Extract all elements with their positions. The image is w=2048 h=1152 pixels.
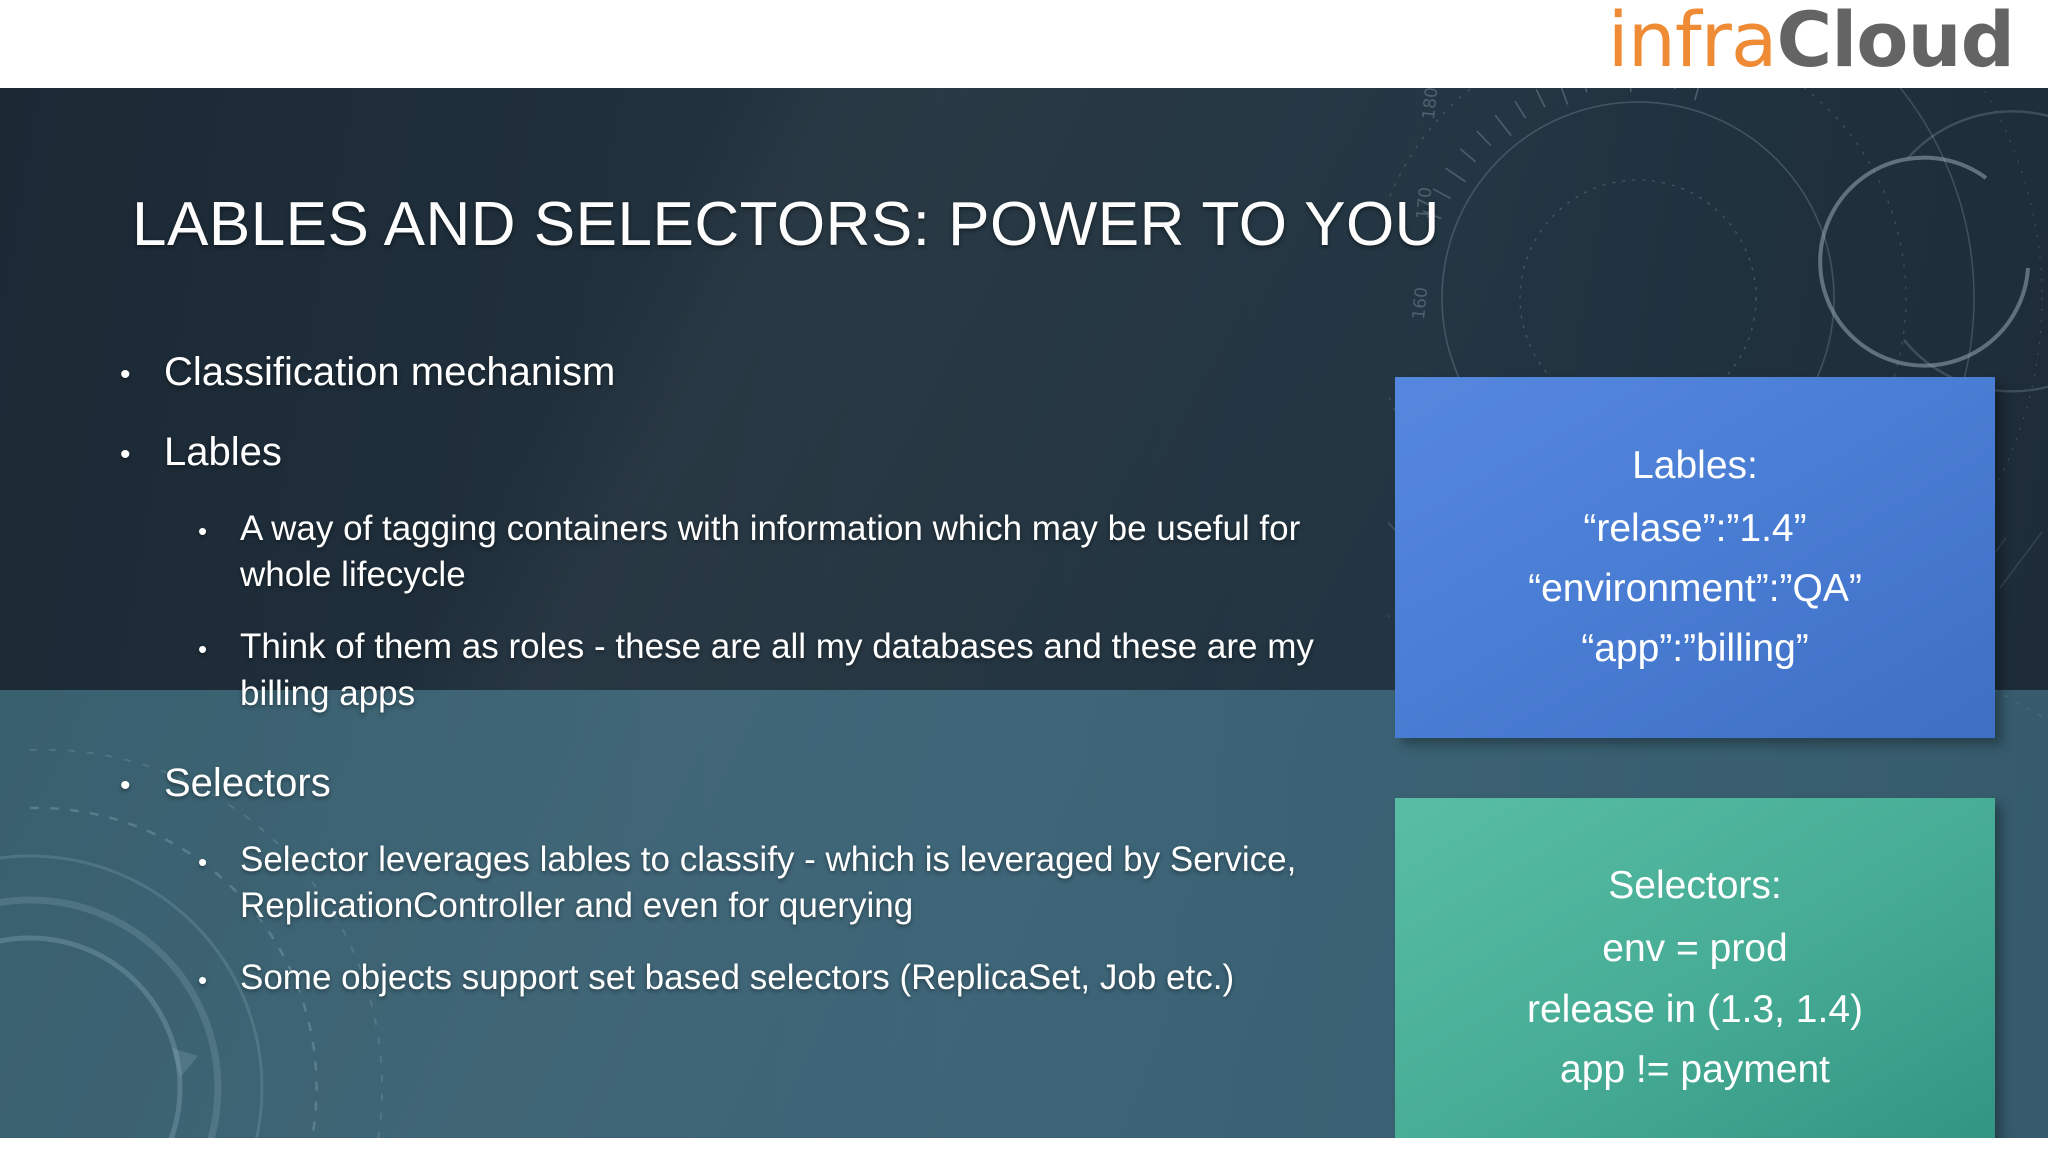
bullet-text: Think of them as roles - these are all m… <box>240 627 1314 713</box>
callout-lables-line-1: “relase”:”1.4” <box>1583 506 1807 550</box>
spacer <box>120 733 1380 757</box>
callout-selectors-heading: Selectors: <box>1608 864 1782 908</box>
header-band: infraCloud <box>0 0 2048 88</box>
logo-text-infra: infra <box>1607 0 1778 84</box>
slide-title: LABLES AND SELECTORS: POWER TO YOU <box>132 190 1440 259</box>
bullet-text: Selectors <box>164 760 331 805</box>
bullet-item: • Lables <box>120 426 1380 478</box>
bullet-marker-icon: • <box>198 634 208 665</box>
bullet-text: Some objects support set based selectors… <box>240 958 1235 998</box>
logo-text-cloud: Cloud <box>1776 0 2015 84</box>
callout-box-selectors: Selectors: env = prod release in (1.3, 1… <box>1395 798 1995 1138</box>
bullet-text: Selector leverages lables to classify - … <box>240 839 1297 925</box>
bullet-marker-icon: • <box>120 358 131 391</box>
bullet-marker-icon: • <box>120 768 131 802</box>
callout-lables-line-3: “app”:”billing” <box>1581 627 1809 671</box>
bullet-marker-icon: • <box>198 846 208 877</box>
spacer <box>120 614 1380 624</box>
slide-canvas: 190 180 170 160 <box>0 88 2048 1138</box>
bullet-item: • Classification mechanism <box>120 346 1380 398</box>
infracloud-logo: infraCloud <box>1607 0 2015 84</box>
bullet-item: • A way of tagging containers with infor… <box>198 506 1380 598</box>
callout-lables-line-2: “environment”:”QA” <box>1528 567 1862 610</box>
callout-selectors-line-3: app != payment <box>1560 1047 1830 1091</box>
callout-lables-heading: Lables: <box>1632 443 1758 487</box>
footer-band <box>0 1138 2048 1152</box>
bullet-text: Lables <box>164 430 282 474</box>
bullet-text: Classification mechanism <box>164 350 616 394</box>
callout-box-lables: Lables: “relase”:”1.4” “environment”:”QA… <box>1395 377 1995 738</box>
bullet-item: • Some objects support set based selecto… <box>198 955 1380 1001</box>
bullet-item: • Think of them as roles - these are all… <box>198 624 1380 716</box>
bullet-marker-icon: • <box>198 965 208 996</box>
bullet-marker-icon: • <box>198 516 208 546</box>
bullet-list: • Classification mechanism • Lables • A … <box>120 346 1380 1017</box>
bullet-item: • Selectors <box>120 757 1380 809</box>
bullet-text: A way of tagging containers with informa… <box>240 509 1301 595</box>
callout-selectors-line-1: env = prod <box>1602 927 1788 971</box>
spacer <box>120 945 1380 955</box>
bullet-item: • Selector leverages lables to classify … <box>198 837 1380 929</box>
bullet-marker-icon: • <box>120 438 131 471</box>
callout-selectors-line-2: release in (1.3, 1.4) <box>1526 987 1863 1031</box>
